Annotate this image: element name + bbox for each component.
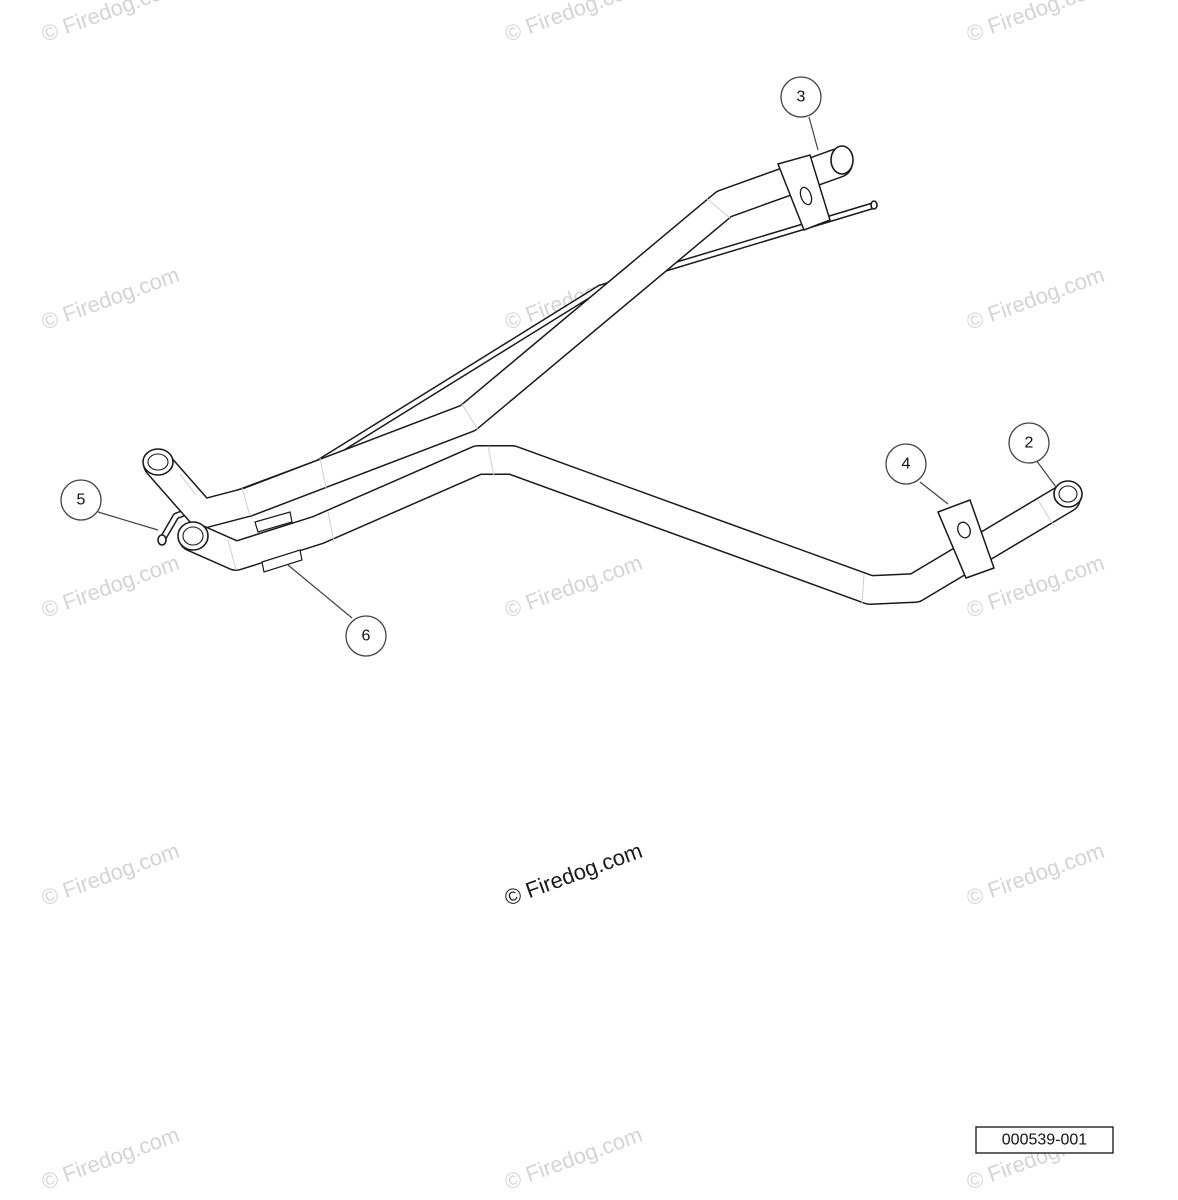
upper-pipe [142, 145, 854, 529]
watermark: © Firedog.com [963, 0, 1107, 47]
callout-label: 3 [797, 89, 806, 106]
watermark: © Firedog.com [963, 838, 1107, 911]
callout-label: 4 [902, 456, 911, 473]
watermark-layer: © Firedog.com © Firedog.com © Firedog.co… [38, 0, 1107, 1195]
leader-lines [97, 116, 1057, 619]
watermark: © Firedog.com [38, 0, 182, 47]
pipe-clips [254, 511, 303, 573]
watermark: © Firedog.com [963, 262, 1107, 335]
callout-5: 5 [60, 479, 102, 521]
watermark: © Firedog.com [501, 0, 645, 47]
callout-4: 4 [885, 443, 927, 485]
reference-number-box: 000539-001 [975, 1126, 1114, 1154]
callout-label: 6 [362, 628, 371, 645]
watermark: © Firedog.com [501, 1122, 645, 1195]
callout-label: 5 [77, 492, 86, 509]
bracket-upper [776, 154, 831, 231]
bracket-lower [937, 499, 995, 579]
callout-3: 3 [780, 76, 822, 118]
callout-2: 2 [1008, 422, 1050, 464]
watermark: © Firedog.com [38, 550, 182, 623]
watermark: © Firedog.com [38, 262, 182, 335]
watermark-center: © Firedog.com [501, 838, 645, 911]
callout-label: 2 [1025, 435, 1034, 452]
callout-6: 6 [345, 615, 387, 657]
reference-number: 000539-001 [1002, 1132, 1088, 1149]
lower-pipe [177, 445, 1083, 605]
watermark: © Firedog.com [501, 550, 645, 623]
watermark: © Firedog.com [38, 1122, 182, 1195]
watermark: © Firedog.com [38, 838, 182, 911]
